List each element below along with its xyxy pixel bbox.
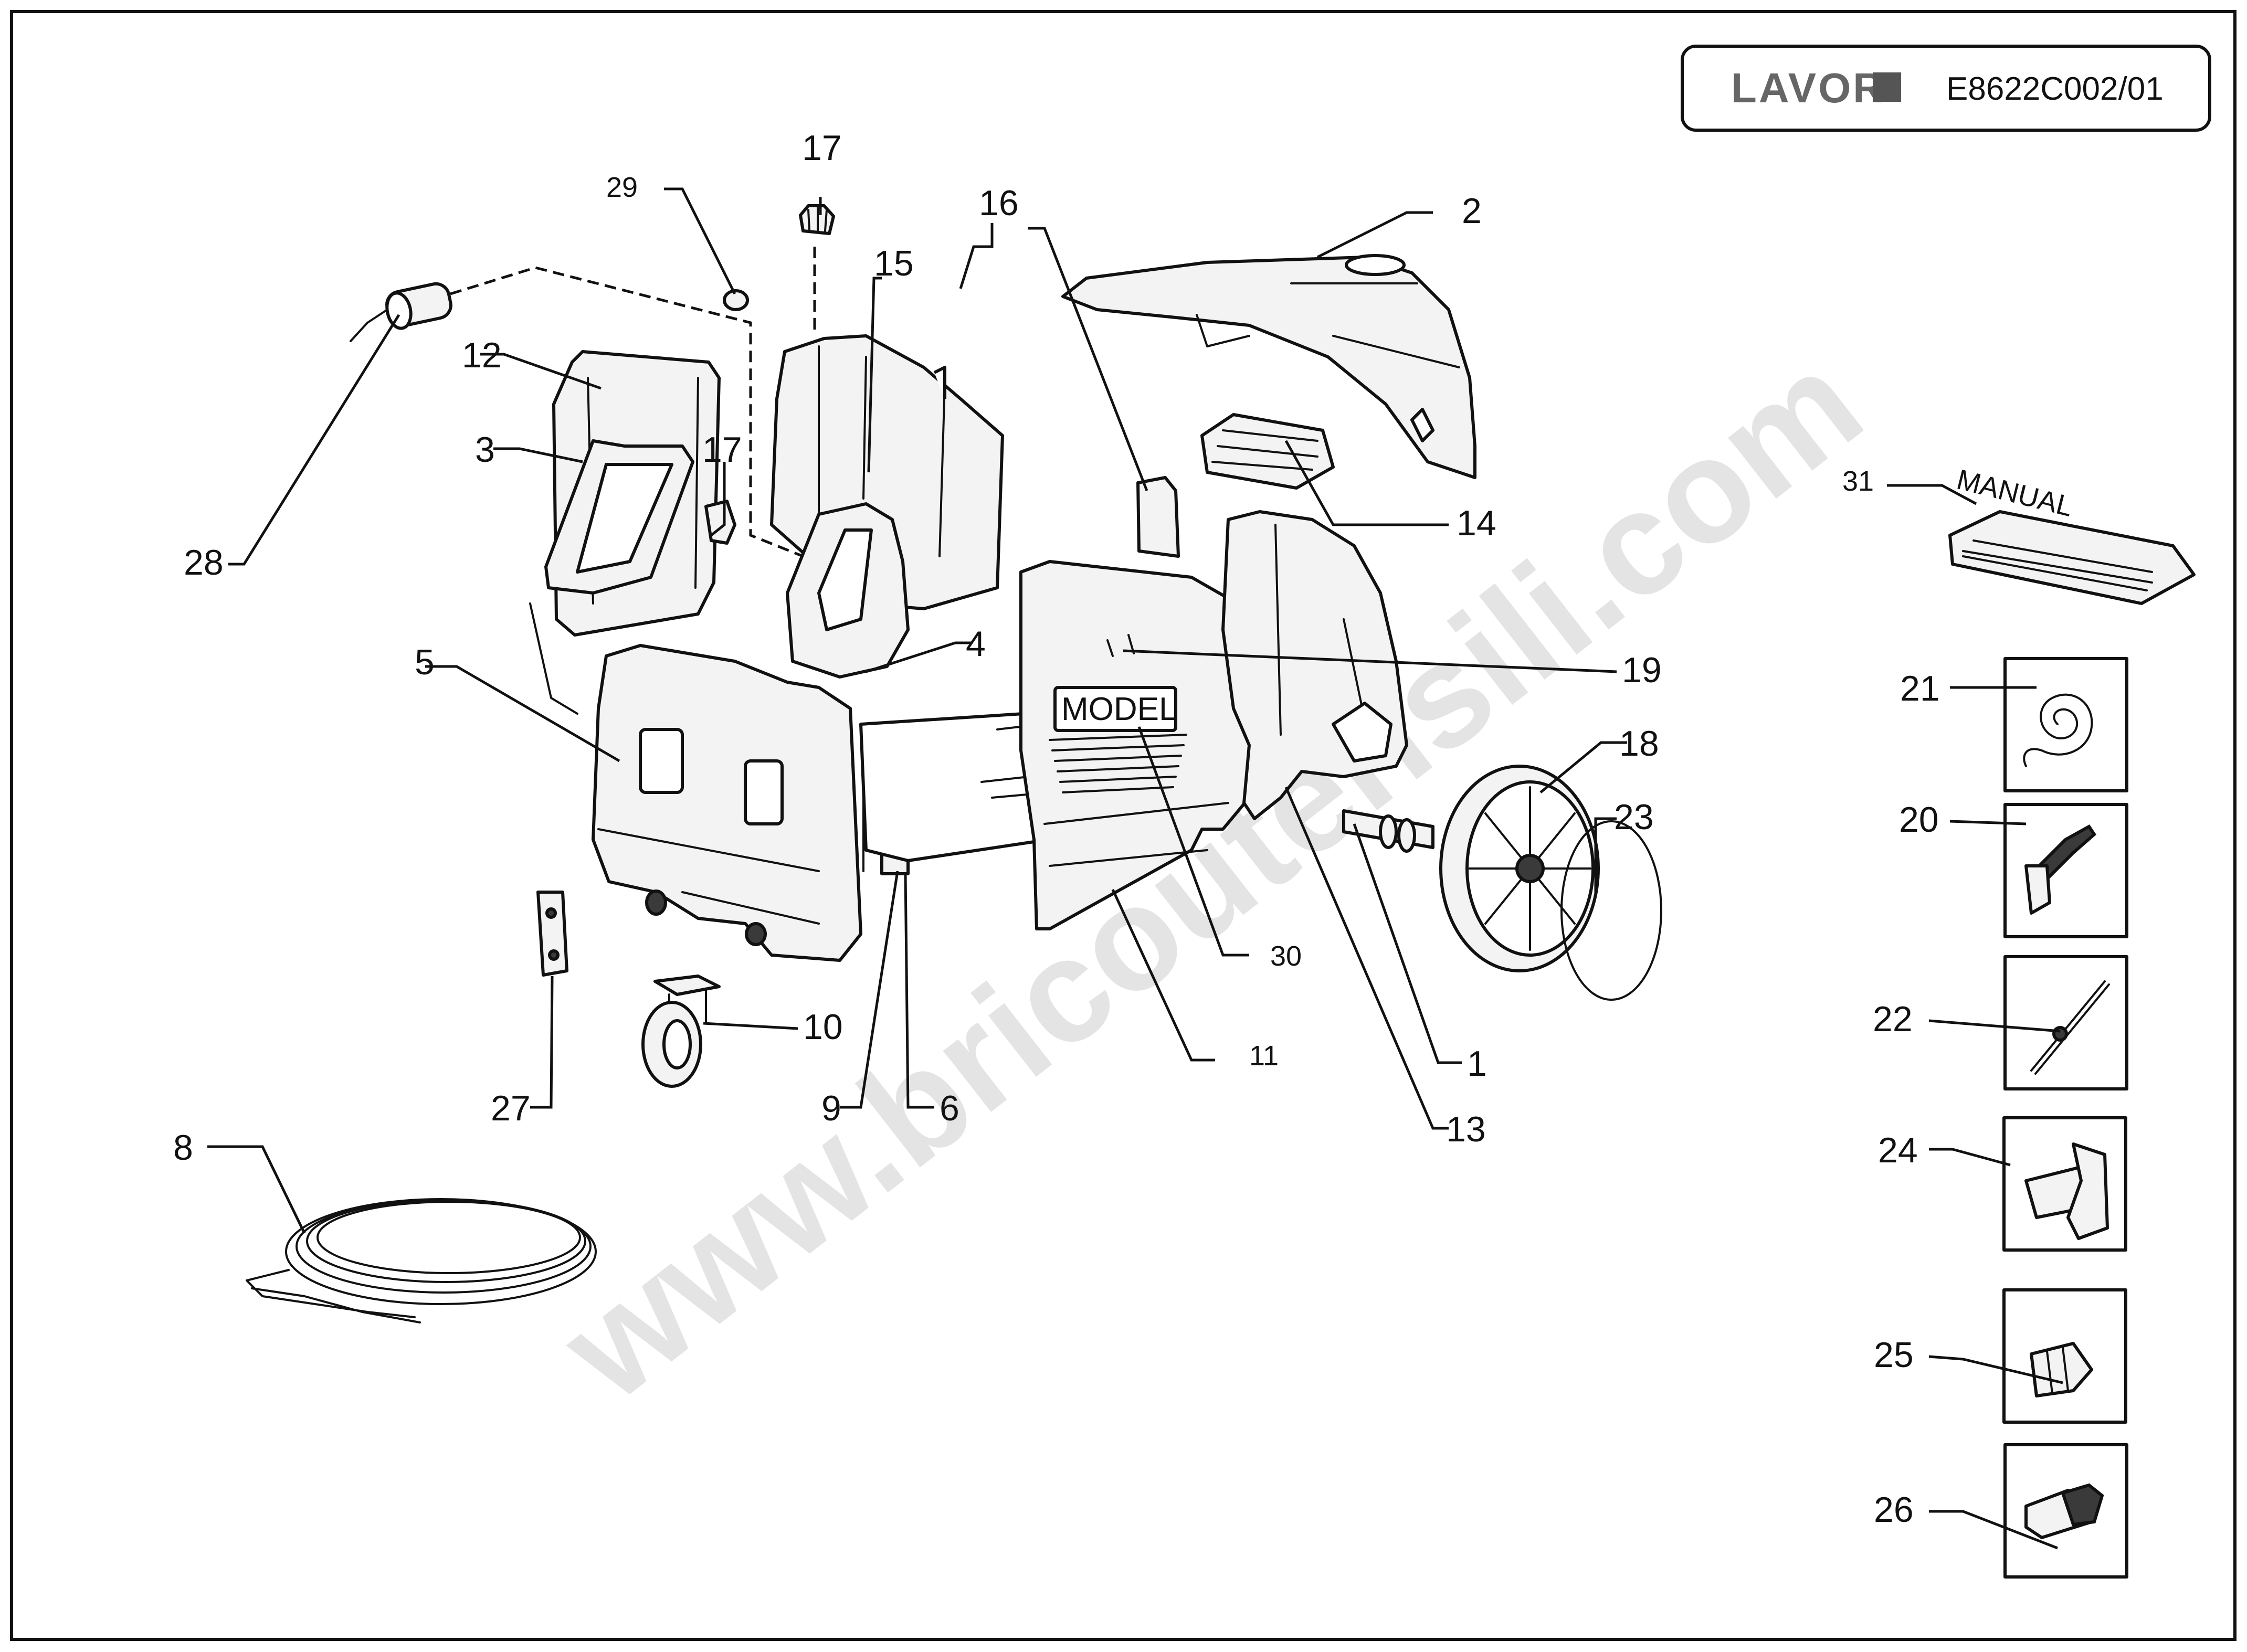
label-part-22: 22 <box>1873 999 1913 1039</box>
label-part-21: 21 <box>1900 669 1940 708</box>
part-17-knob-middle <box>704 500 736 545</box>
accessory-box-26 <box>2003 1443 2128 1579</box>
label-part-11: 11 <box>1249 1040 1279 1072</box>
part-2-top-cover <box>1061 254 1476 479</box>
part-28-switch <box>350 282 452 342</box>
part-8-hose <box>246 1198 597 1323</box>
label-part-16: 16 <box>979 183 1019 223</box>
part-16-bracket <box>1136 476 1180 558</box>
part-17-knob-top <box>799 204 835 235</box>
label-part-23: 23 <box>1614 797 1654 837</box>
label-part-4: 4 <box>966 624 986 664</box>
label-part-31: 31 <box>1842 465 1874 497</box>
part-3-handle <box>544 439 694 595</box>
accessory-box-24 <box>2002 1116 2127 1252</box>
model-plate-text: MODEL <box>1061 691 1177 727</box>
label-part-28: 28 <box>184 543 224 583</box>
leader-lines <box>207 187 2063 1550</box>
label-part-17-middle: 17 <box>702 430 742 470</box>
label-part-1: 1 <box>1467 1044 1487 1084</box>
part-15-grille <box>1200 413 1335 490</box>
label-part-26: 26 <box>1874 1490 1914 1530</box>
part-23-hubcap <box>1560 820 1662 1001</box>
part-29-plug <box>723 289 749 311</box>
label-part-6: 6 <box>940 1088 959 1128</box>
label-part-10: 10 <box>803 1007 843 1047</box>
label-part-17-top: 17 <box>802 128 842 168</box>
accessory-box-25 <box>2002 1288 2127 1424</box>
part-31-manual: MANUAL <box>1948 463 2196 605</box>
label-part-13: 13 <box>1446 1109 1486 1149</box>
header-tag: LAVOR E8622C002/01 <box>1681 45 2211 132</box>
label-part-12: 12 <box>462 335 502 375</box>
part-18-wheel <box>1439 765 1600 972</box>
label-part-27: 27 <box>491 1088 531 1128</box>
part-4-handle <box>786 502 910 679</box>
label-part-25: 25 <box>1874 1335 1914 1375</box>
label-part-29: 29 <box>606 172 638 203</box>
accessory-box-21 <box>2003 657 2128 792</box>
drawing-code: E8622C002/01 <box>1946 71 2164 107</box>
label-part-30: 30 <box>1270 940 1302 972</box>
part-number-labels: 17 29 15 16 2 12 3 17 28 14 4 5 19 18 23… <box>173 128 1940 1530</box>
dashed-connection <box>450 266 804 558</box>
label-part-2: 2 <box>1462 191 1482 231</box>
label-part-5: 5 <box>415 642 435 682</box>
label-part-3: 3 <box>475 430 495 470</box>
label-part-24: 24 <box>1878 1130 1918 1170</box>
label-part-15: 14 <box>1457 503 1496 543</box>
part-5-front-panel <box>592 644 862 962</box>
label-part-19: 19 <box>1622 650 1662 690</box>
label-part-8: 8 <box>173 1128 193 1168</box>
brand-logo: LAVOR <box>1731 65 1885 111</box>
label-part-18: 18 <box>1619 724 1659 764</box>
label-part-20: 20 <box>1899 800 1939 840</box>
part-10-castor-wheel <box>641 975 721 1088</box>
part-27-pad <box>536 891 568 977</box>
accessory-box-20 <box>2003 803 2128 938</box>
label-part-9: 9 <box>821 1088 841 1128</box>
part-1-axle <box>1342 809 1434 853</box>
part-13-right-body <box>1221 510 1408 820</box>
accessory-box-22 <box>2003 955 2128 1090</box>
drawing-frame <box>10 10 2237 1641</box>
label-part-14: 15 <box>874 243 914 283</box>
